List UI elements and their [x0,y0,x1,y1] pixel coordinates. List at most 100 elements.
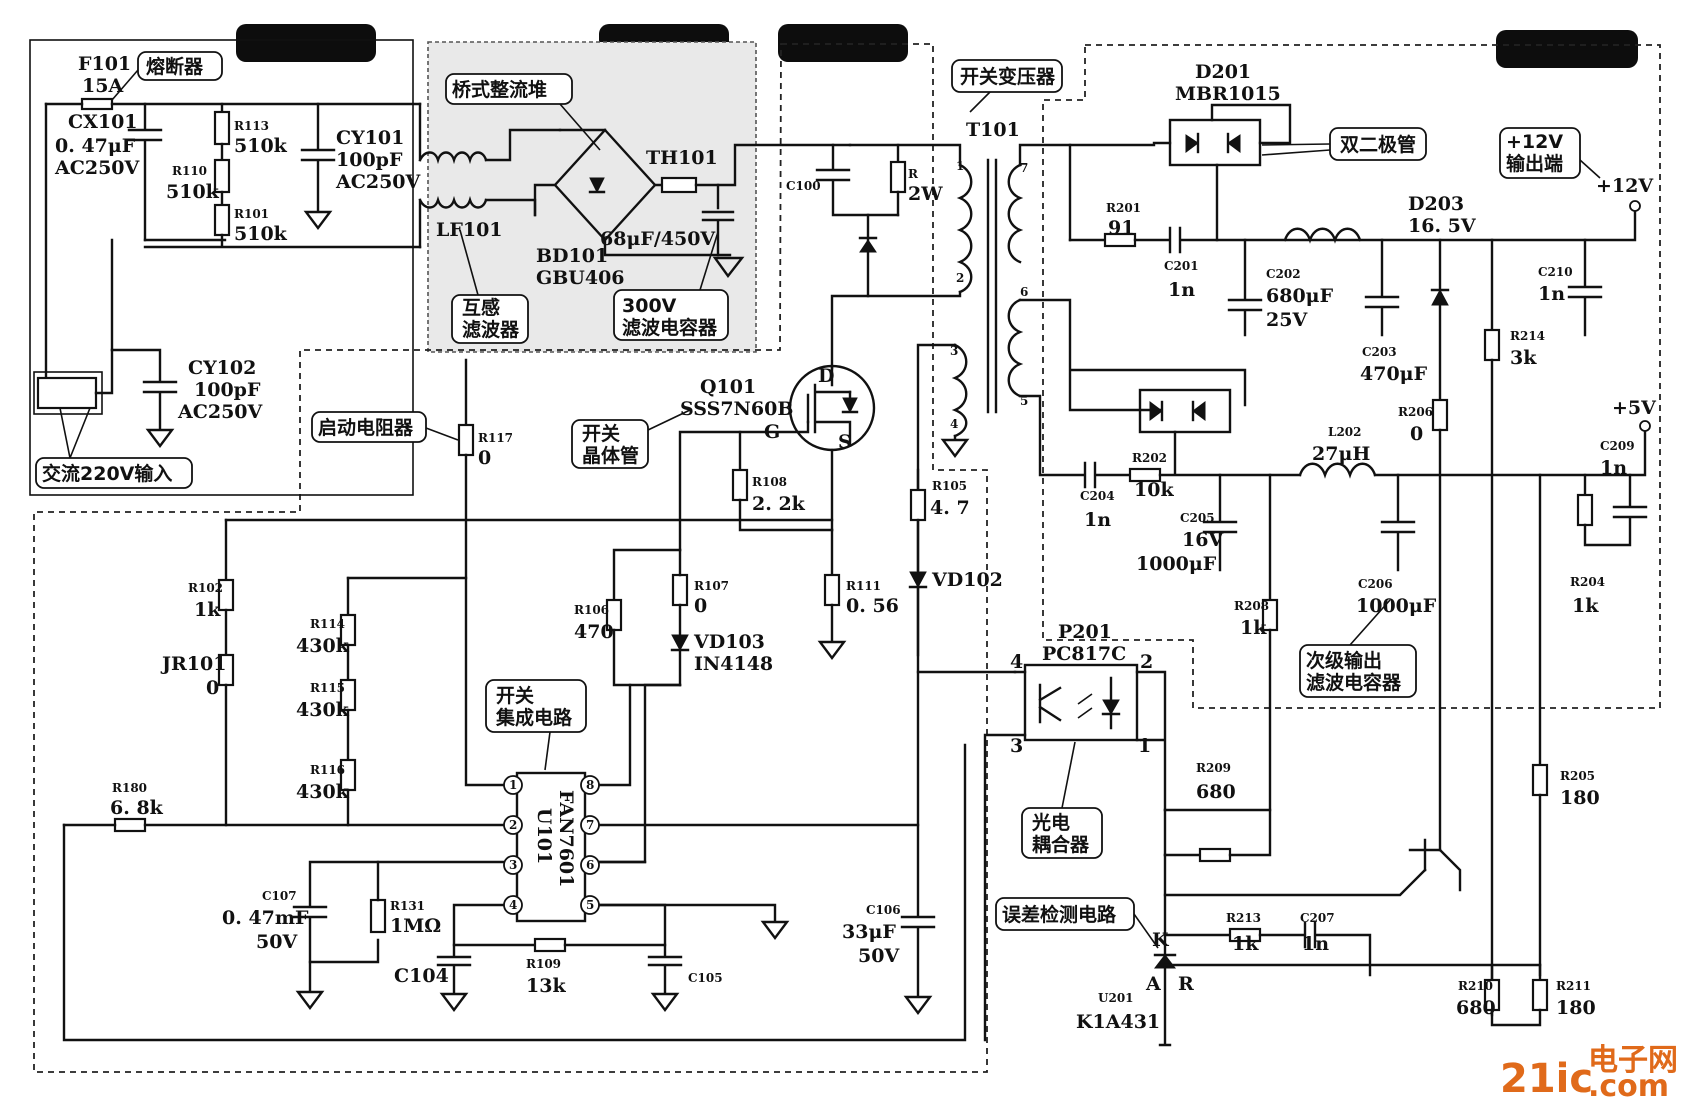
label-r107-val: 0 [694,595,707,617]
label-r213: R213 [1226,911,1261,925]
resistor-r204 [1576,493,1594,527]
label-opin-1: 1 [1138,735,1151,757]
label-upin-5: 5 [586,898,594,912]
label-r214: R214 [1510,329,1545,343]
resistor-r131 [369,898,387,934]
callout-error-detect: 误差检测电路 [1002,903,1117,926]
label-cx101-val2: AC250V [54,157,141,179]
label-upin-2: 2 [509,818,517,832]
ac-input-socket [36,376,98,410]
label-bd101-val: GBU406 [536,267,625,289]
label-p201-val: PC817C [1042,643,1126,665]
label-r109-val: 13k [526,975,566,997]
label-r204-val: 1k [1572,595,1599,617]
label-tpin-1: 1 [956,159,964,173]
label-tpin-6: 6 [1020,285,1028,299]
label-opin-3: 3 [1010,735,1023,757]
resistor-r206 [1431,398,1449,432]
label-cy102-v1: 100pF [194,379,261,401]
label-r201-val: 91 [1108,217,1134,239]
callout-fuse: 熔断器 [146,55,204,78]
label-r180: R180 [112,781,147,795]
label-c209-val: 1n [1600,457,1627,479]
label-r202-val: 10k [1134,479,1174,501]
label-c205-val2: 1000μF [1136,553,1217,575]
label-r105: R105 [932,479,967,493]
label-v12: +12V [1596,175,1654,197]
label-r107: R107 [694,579,729,593]
label-pin-d: D [818,365,834,387]
label-r113-val: 510k [234,135,288,157]
label-cy101-v2: AC250V [335,171,422,193]
dual-diode-d201 [1168,118,1262,167]
label-r101: R101 [234,207,269,221]
callout-common-mode: 互感滤波器 [462,296,520,341]
label-r110-val: 510k [166,181,220,203]
label-c107-val1: 0. 47mF [222,907,309,929]
label-r108: R108 [752,475,787,489]
label-upin-7: 7 [586,818,594,832]
label-pin-g: G [764,421,780,443]
callout-switch-ic: 开关集成电路 [495,684,573,729]
resistor-r211 [1531,978,1549,1012]
label-u201: U201 [1098,991,1134,1005]
resistor-r209 [1198,847,1232,863]
label-r209-val: 680 [1196,781,1236,803]
label-cy101-v1: 100pF [336,149,403,171]
label-r131-val: 1MΩ [390,915,441,937]
label-d203: D203 [1408,193,1464,215]
label-vd103-val: IN4148 [694,653,773,675]
label-f101: F101 [78,53,131,75]
label-vd103: VD103 [693,631,765,653]
label-r205: R205 [1560,769,1595,783]
label-u201-val: K1A431 [1076,1011,1160,1033]
watermark-cn: 电子网 [1588,1043,1678,1078]
label-r117: R117 [478,431,513,445]
label-r-snubber-val: 2W [908,183,943,205]
label-r106: R106 [574,603,609,617]
resistor-r107 [671,573,689,607]
label-pin-k: K [1152,929,1170,951]
label-c106: C106 [866,903,901,917]
label-lf101: LF101 [436,219,503,241]
resistor-r109 [533,937,567,953]
label-r116: R116 [310,763,345,777]
callout-optocoupler: 光电耦合器 [1031,811,1090,856]
callout-start-resistor: 启动电阻器 [318,416,414,439]
label-r101-val: 510k [234,223,288,245]
label-r102-val: 1k [194,599,221,621]
section-label-bar-input [236,24,376,62]
label-cy102: CY102 [188,357,256,379]
input-filter-section [33,97,422,448]
label-r116-val: 430k [296,781,350,803]
label-c106-val2: 50V [858,945,900,967]
label-p201: P201 [1058,621,1112,643]
label-pin-s: S [838,431,852,453]
label-r202: R202 [1132,451,1167,465]
label-f101-val: 15A [82,75,123,97]
resistor-r108 [731,468,749,502]
resistor-r117 [457,423,475,457]
watermark-brand: 21ic [1500,1056,1593,1102]
label-cx101: CX101 [68,111,138,133]
label-c100: C100 [786,179,821,193]
label-c203: C203 [1362,345,1397,359]
label-jr101: JR101 [160,653,226,675]
label-bulk-cap: 68μF/450V [600,228,716,250]
callout-transformer: 开关变压器 [960,65,1056,88]
label-r209: R209 [1196,761,1231,775]
label-c105: C105 [688,971,723,985]
label-r117-val: 0 [478,447,491,469]
label-pin-r: R [1178,973,1194,995]
label-upin-6: 6 [586,858,594,872]
label-upin-8: 8 [586,778,594,792]
label-r115-val: 430k [296,699,350,721]
label-q101: Q101 [700,376,756,398]
label-r201: R201 [1106,201,1141,215]
label-tpin-2: 2 [956,271,964,285]
label-pin-a: A [1145,973,1161,995]
